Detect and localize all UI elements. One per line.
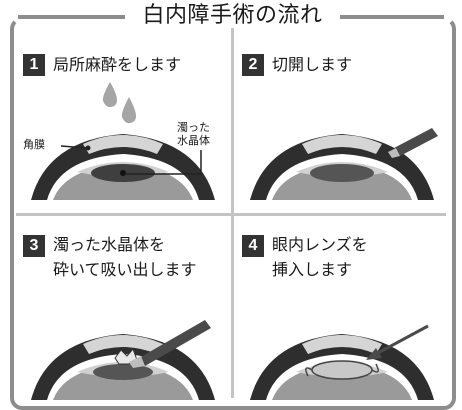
- step-number-1: 1: [23, 54, 45, 76]
- cornea-leader: [60, 145, 88, 149]
- diagram-title: 白内障手術の流れ: [0, 0, 462, 32]
- scalpel-icon: [388, 128, 438, 158]
- cornea: [302, 135, 382, 154]
- step-number-4: 4: [242, 235, 264, 257]
- eye-illustration-anesthesia: [31, 82, 215, 200]
- step-label-4-line1: 眼内レンズを: [272, 235, 368, 254]
- step-panel-3: 3 濁った水晶体を 砕いて吸い出します: [17, 218, 229, 403]
- cornea: [302, 335, 382, 354]
- step-number-2: 2: [242, 54, 264, 76]
- intraocular-lens: [311, 360, 373, 380]
- cornea: [83, 135, 163, 154]
- step-label-2: 切開します: [272, 55, 353, 74]
- step-label-3-line2: 砕いて吸い出します: [53, 260, 197, 279]
- annotation-cornea: 角膜: [23, 138, 45, 151]
- eyedrop-icon: [102, 82, 136, 124]
- lens-leader: [125, 150, 202, 175]
- step-label-4-line2: 挿入します: [272, 260, 353, 279]
- phaco-probe-icon: [129, 320, 211, 368]
- eye-illustration-iol: [250, 324, 434, 400]
- step-panel-1: 1 局所麻酔をします 角膜 濁った 水晶体: [17, 30, 229, 215]
- arrow-icon: [366, 324, 429, 360]
- outer-frame: [10, 17, 456, 410]
- lens-haptic-right: [371, 363, 379, 373]
- lens-fragmenting: [93, 364, 153, 380]
- divider-horizontal: [16, 213, 446, 216]
- lens-fragments-icon: [114, 348, 138, 365]
- eye-wall: [250, 334, 434, 400]
- step-panel-2: 2 切開します: [236, 30, 448, 215]
- eye-illustration-phaco: [31, 320, 215, 400]
- eye-wall: [31, 134, 215, 200]
- annotation-lens-line1: 濁った: [177, 121, 210, 134]
- title-rule-right: [340, 15, 444, 19]
- lens-cloudy: [310, 164, 374, 182]
- cornea: [83, 335, 163, 354]
- eye-wall: [250, 134, 434, 200]
- title-text: 白内障手術の流れ: [142, 3, 323, 28]
- lens-center-dot: [120, 170, 126, 176]
- step-panel-4: 4 眼内レンズを 挿入します: [236, 218, 448, 403]
- step-number-3: 3: [23, 235, 45, 257]
- title-rule-left: [18, 15, 125, 19]
- lens-haptic-left: [305, 367, 313, 377]
- step-label-1: 局所麻酔をします: [53, 55, 182, 74]
- step-label-3-line1: 濁った水晶体を: [53, 235, 166, 254]
- annotation-lens-line2: 水晶体: [177, 134, 210, 147]
- eye-illustration-incision: [250, 128, 438, 200]
